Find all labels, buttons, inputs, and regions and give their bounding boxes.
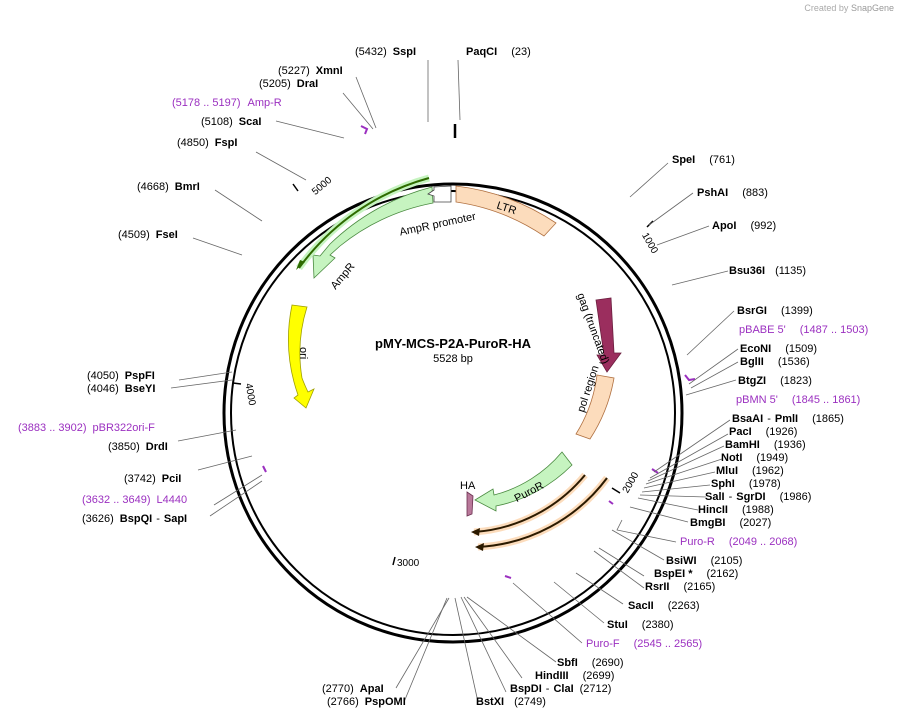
- site-labels-bottom: SbfI(2690) HindIII(2699) BspDI-ClaI(2712…: [322, 657, 624, 708]
- primer-puro-line-1: [473, 474, 586, 533]
- site-fsei[interactable]: (4509)FseI: [118, 229, 178, 241]
- site-labels: (5432)SspI PaqCI(23) (5227)XmnI (5205)Dr…: [18, 46, 531, 525]
- ltr-label: LTR: [495, 200, 518, 218]
- site-bglii[interactable]: BglII(1536): [740, 356, 810, 368]
- site-scai[interactable]: (5108)ScaI: [201, 116, 261, 128]
- primer-l4440[interactable]: (3632 .. 3649)L4440: [82, 494, 187, 506]
- site-apoi[interactable]: ApoI(992): [712, 220, 776, 232]
- plasmid-length: 5528 bp: [433, 353, 473, 365]
- tick-3000: 3000: [397, 558, 420, 569]
- site-pspfi[interactable]: (4050)PspFI: [87, 370, 155, 382]
- primer-puro-head-2: [475, 543, 484, 551]
- primer-marks: [262, 125, 696, 579]
- site-bspei[interactable]: BspEI *(2162): [654, 568, 738, 580]
- ltr-feature[interactable]: [455, 185, 557, 237]
- site-bsrgi[interactable]: BsrGI(1399): [737, 305, 813, 317]
- tick-5000: 5000: [310, 175, 334, 198]
- site-bamhi[interactable]: BamHI(1936): [725, 439, 806, 451]
- site-bstxi[interactable]: BstXI(2749): [476, 696, 546, 708]
- site-fspi[interactable]: (4850)FspI: [177, 137, 237, 149]
- ampr-feature[interactable]: [312, 186, 434, 279]
- site-sphi[interactable]: SphI(1978): [711, 478, 781, 490]
- primer-puro-f[interactable]: Puro-F(2545 .. 2565): [586, 638, 702, 650]
- site-paqci[interactable]: PaqCI(23): [466, 46, 531, 58]
- site-bspdi-clai[interactable]: BspDI-ClaI(2712): [510, 683, 611, 695]
- ampr-promoter-feature[interactable]: [427, 185, 452, 203]
- ha-label: HA: [460, 480, 476, 492]
- site-bsaai-pmli[interactable]: BsaAI-PmlI(1865): [732, 413, 844, 425]
- site-pshai[interactable]: PshAI(883): [697, 187, 768, 199]
- puror-feature[interactable]: [474, 451, 573, 512]
- site-noti[interactable]: NotI(1949): [721, 452, 788, 464]
- site-sacii[interactable]: SacII(2263): [628, 600, 699, 612]
- site-apai[interactable]: (2770)ApaI: [322, 683, 384, 695]
- site-econi[interactable]: EcoNI(1509): [740, 343, 817, 355]
- credit-prefix: Created by: [804, 3, 849, 13]
- ha-feature[interactable]: [466, 491, 474, 517]
- site-bseyi[interactable]: (4046)BseYI: [87, 383, 155, 395]
- site-xmni[interactable]: (5227)XmnI: [278, 65, 343, 77]
- site-bmgbi[interactable]: BmgBI(2027): [690, 517, 771, 529]
- ori-feature[interactable]: [288, 304, 315, 409]
- site-rsrii[interactable]: RsrII(2165): [645, 581, 715, 593]
- primer-pbmn-5[interactable]: pBMN 5'(1845 .. 1861): [736, 394, 860, 406]
- site-sali-sgrdi[interactable]: SalI-SgrDI(1986): [705, 491, 811, 503]
- primer-amp-r-line: [298, 177, 430, 269]
- backbone-inner: [230, 190, 676, 636]
- primer-puro-head-1: [471, 528, 480, 536]
- tick-4000: 4000: [243, 383, 258, 407]
- site-sspi[interactable]: (5432)SspI: [355, 46, 416, 58]
- site-labels-right: SpeI(761) PshAI(883) ApoI(992) Bsu36I(11…: [586, 154, 868, 650]
- gag-feature[interactable]: [595, 297, 622, 373]
- ampr-label: AmpR: [329, 261, 358, 292]
- primer-pbr322ori-f[interactable]: (3883 .. 3902)pBR322ori-F: [18, 422, 155, 434]
- ampr-promoter-label: AmpR promoter: [399, 211, 478, 239]
- primer-puro-r[interactable]: Puro-R(2049 .. 2068): [680, 536, 797, 548]
- site-drai[interactable]: (5205)DraI: [259, 78, 318, 90]
- site-pcii[interactable]: (3742)PciI: [124, 473, 181, 485]
- backbone-outer: [222, 182, 684, 644]
- site-btgzi[interactable]: BtgZI(1823): [738, 375, 812, 387]
- leader-lines: [170, 59, 739, 703]
- site-mlui[interactable]: MluI(1962): [716, 465, 784, 477]
- site-hincii[interactable]: HincII(1988): [698, 504, 774, 516]
- tick-1000: 1000: [639, 231, 660, 256]
- site-spei[interactable]: SpeI(761): [672, 154, 735, 166]
- primer-pbabe-5[interactable]: pBABE 5'(1487 .. 1503): [739, 324, 868, 336]
- site-hindiii[interactable]: HindIII(2699): [535, 670, 614, 682]
- plasmid-name: pMY-MCS-P2A-PuroR-HA: [375, 336, 532, 351]
- tick-2000: 2000: [621, 470, 642, 495]
- primer-puro-line-2: [477, 477, 608, 548]
- snapgene-credit: Created by SnapGene: [804, 3, 894, 13]
- ori-label: ori: [297, 347, 309, 359]
- site-stui[interactable]: StuI(2380): [607, 619, 674, 631]
- site-paci[interactable]: PacI(1926): [729, 426, 797, 438]
- site-drdi[interactable]: (3850)DrdI: [108, 441, 168, 453]
- site-pspomi[interactable]: (2766)PspOMI: [327, 696, 406, 708]
- site-bsu36i[interactable]: Bsu36I(1135): [729, 265, 806, 277]
- site-sbfi[interactable]: SbfI(2690): [557, 657, 624, 669]
- primer-amp-r[interactable]: (5178 .. 5197)Amp-R: [172, 97, 282, 109]
- pol-feature[interactable]: [575, 374, 615, 440]
- snapgene-logo: SnapGene: [850, 3, 894, 13]
- primer-amp-r-head: [296, 260, 305, 270]
- site-bmri[interactable]: (4668)BmrI: [137, 181, 200, 193]
- site-bspqi-sapi[interactable]: (3626)BspQI-SapI: [82, 513, 187, 525]
- site-bsiwi[interactable]: BsiWI(2105): [666, 555, 742, 567]
